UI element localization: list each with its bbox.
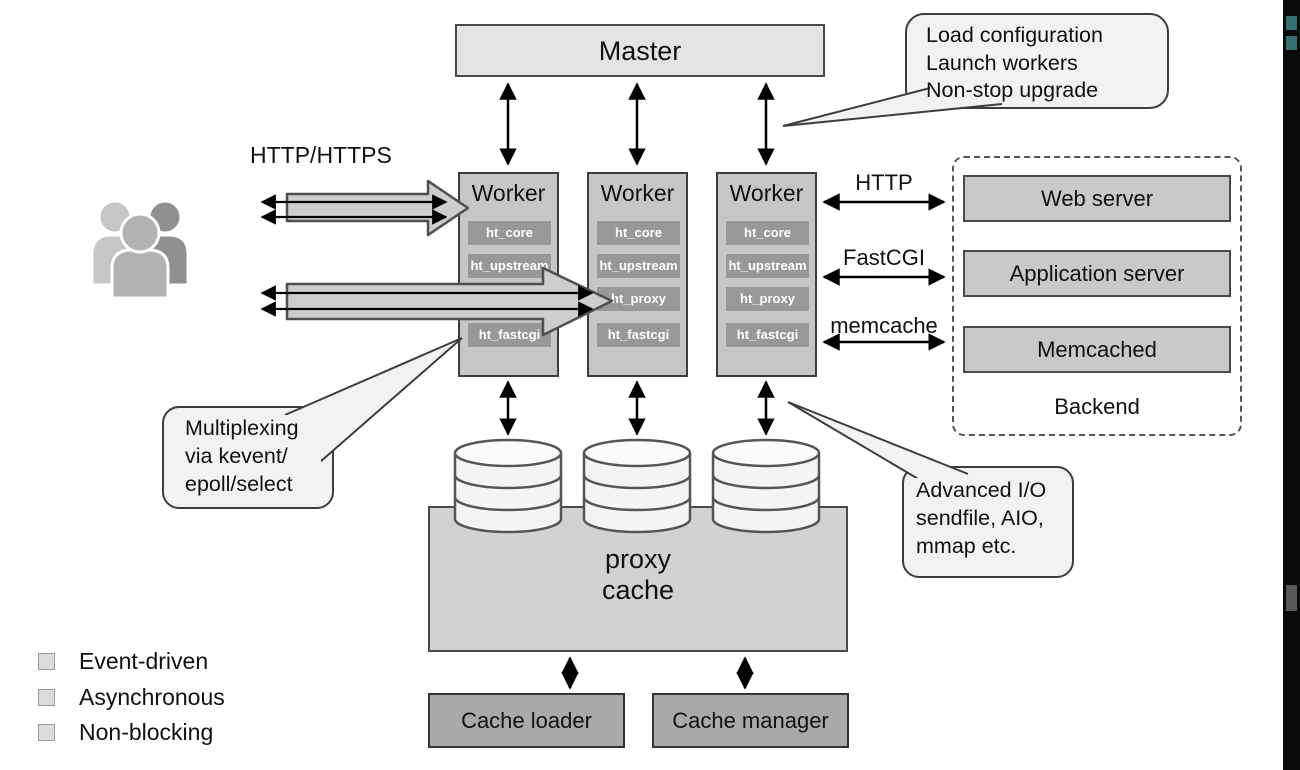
feature-event-driven: Event-driven [38, 648, 208, 680]
module-chip-ht-core: ht_core [467, 220, 552, 246]
worker-cache-arrows [499, 380, 775, 436]
memcache-label: memcache [830, 313, 938, 338]
worker-box-2: Worker ht_core ht_upstream ht_proxy ht_f… [587, 172, 688, 377]
http-https-label: HTTP/HTTPS [250, 142, 392, 168]
backend-frame [952, 156, 1242, 436]
callout-line: Launch workers [926, 50, 1078, 75]
master-worker-arrows [499, 82, 775, 166]
client-traffic-big-arrows [285, 179, 614, 337]
square-bullet-icon [38, 653, 55, 670]
module-chip-ht-core: ht_core [596, 220, 681, 246]
edge-artifact [1286, 36, 1297, 50]
master-box: Master [455, 24, 825, 77]
cache-process-arrows [561, 656, 754, 690]
application-server-box: Application server [963, 250, 1231, 297]
feature-asynchronous: Asynchronous [38, 684, 225, 716]
callout-line: epoll/select [185, 472, 293, 496]
callout-line: Load configuration [926, 23, 1103, 47]
http-label: HTTP [855, 170, 913, 195]
feature-label: Event-driven [79, 648, 209, 674]
callout-line: mmap etc. [916, 534, 1017, 558]
square-bullet-icon [38, 724, 55, 741]
callout-multiplexing: Multiplexing via kevent/ epoll/select [185, 414, 299, 498]
callout-master-tasks: Load configuration Launch workers Non-st… [926, 22, 1103, 105]
edge-artifact [1286, 585, 1297, 611]
square-bullet-icon [38, 689, 55, 706]
module-chip-ht-proxy: ht_proxy [467, 286, 552, 312]
callout-line: sendfile, AIO, [916, 506, 1044, 530]
callout-line: via kevent/ [185, 444, 288, 468]
worker-box-1: Worker ht_core ht_upstream ht_proxy ht_f… [458, 172, 559, 377]
master-label: Master [598, 36, 682, 66]
worker-title: Worker [471, 180, 546, 206]
cache-loader-box: Cache loader [428, 693, 625, 748]
callout-line: Advanced I/O [916, 478, 1047, 502]
module-chip-ht-upstream: ht_upstream [596, 253, 681, 279]
proxy-cache-line1: proxy [604, 544, 672, 574]
proxy-cache-line2: cache [601, 575, 675, 605]
feature-label: Non-blocking [79, 719, 214, 745]
edge-artifact [1286, 16, 1297, 30]
callout-advanced-io: Advanced I/O sendfile, AIO, mmap etc. [916, 476, 1046, 560]
feature-non-blocking: Non-blocking [38, 719, 213, 751]
module-chip-ht-fastcgi: ht_fastcgi [596, 322, 681, 348]
cache-manager-box: Cache manager [652, 693, 849, 748]
module-chip-ht-fastcgi: ht_fastcgi [467, 322, 552, 348]
worker-title: Worker [600, 180, 675, 206]
module-chip-ht-fastcgi: ht_fastcgi [725, 322, 810, 348]
window-edge-strip [1283, 0, 1300, 770]
module-chip-ht-proxy: ht_proxy [725, 286, 810, 312]
feature-label: Asynchronous [79, 684, 225, 710]
worker-box-3: Worker ht_core ht_upstream ht_proxy ht_f… [716, 172, 817, 377]
module-chip-ht-upstream: ht_upstream [725, 253, 810, 279]
worker-title: Worker [729, 180, 804, 206]
proxy-cache-label: proxy cache [548, 544, 728, 606]
web-server-box: Web server [963, 175, 1231, 222]
callout-line: Non-stop upgrade [926, 78, 1099, 102]
callout-line: Multiplexing [185, 416, 299, 440]
module-chip-ht-upstream: ht_upstream [467, 253, 552, 279]
fastcgi-label: FastCGI [843, 245, 925, 270]
module-chip-ht-proxy: ht_proxy [596, 286, 681, 312]
users-icon [90, 199, 190, 300]
module-chip-ht-core: ht_core [725, 220, 810, 246]
backend-label: Backend [1054, 394, 1140, 419]
memcached-box: Memcached [963, 326, 1231, 373]
